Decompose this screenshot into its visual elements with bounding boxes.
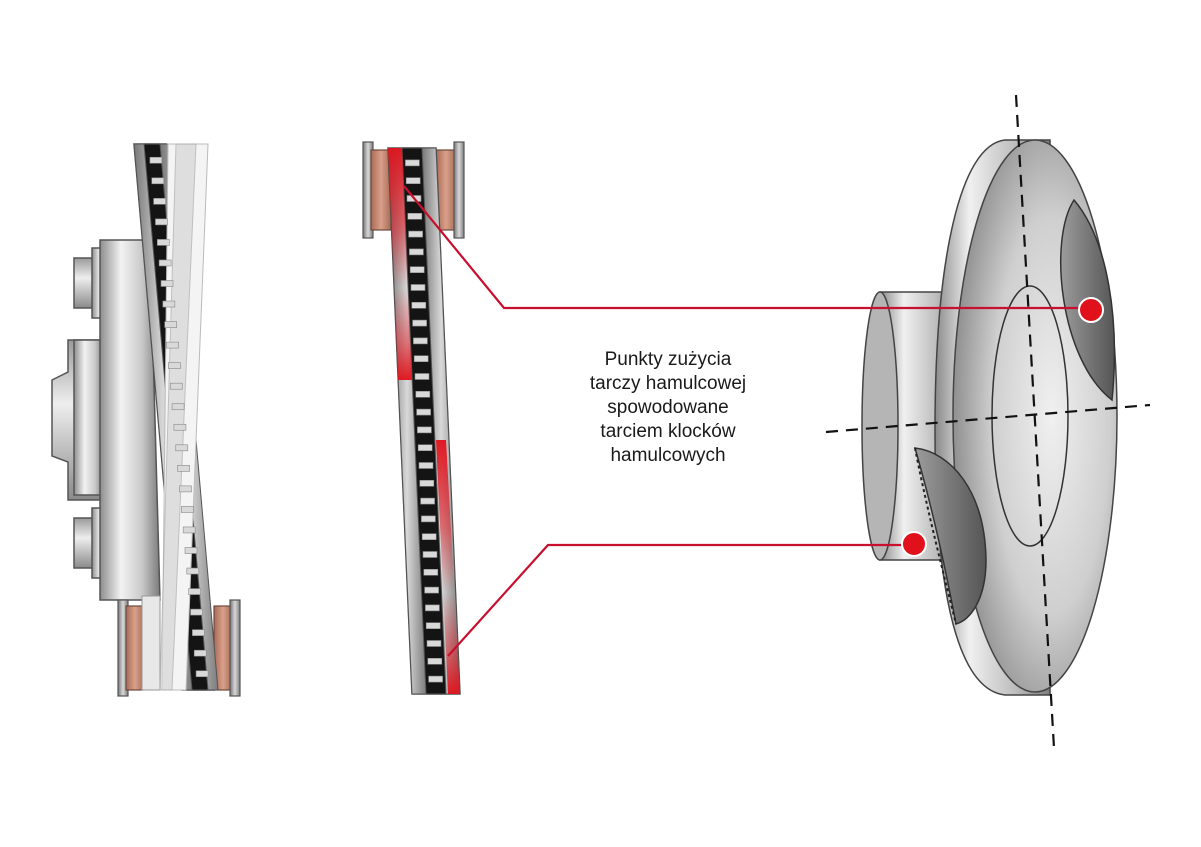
- vane: [182, 526, 196, 534]
- vane: [414, 373, 430, 380]
- vane: [188, 588, 201, 595]
- vane: [186, 567, 200, 575]
- vane: [179, 485, 192, 493]
- vane: [190, 608, 203, 616]
- wear-marker-upper: [1078, 297, 1104, 323]
- vane: [420, 497, 435, 505]
- vane: [153, 198, 166, 205]
- vane: [417, 426, 432, 434]
- vane: [169, 382, 183, 390]
- vane: [175, 444, 189, 452]
- vane: [424, 586, 439, 594]
- vane: [407, 213, 423, 220]
- vane: [155, 218, 168, 226]
- vane: [177, 465, 190, 472]
- disc-vanes: [405, 159, 443, 683]
- vane: [181, 506, 194, 513]
- vane: [409, 266, 425, 274]
- vane: [415, 390, 431, 398]
- vane: [192, 629, 205, 636]
- disc-cross-section: [362, 141, 465, 695]
- vane: [416, 408, 431, 416]
- vane: [408, 230, 423, 238]
- vane: [419, 479, 435, 487]
- disc-vanes: [149, 156, 209, 678]
- wear-points-caption: Punkty zużycia tarczy hamulcowej spowodo…: [548, 348, 788, 468]
- vane: [405, 177, 421, 184]
- caption-line: Punkty zużycia: [604, 349, 732, 370]
- wear-zone-bottom: [436, 440, 460, 694]
- vane: [193, 649, 207, 657]
- vane: [160, 280, 174, 287]
- caption-line: spowodowane: [607, 397, 729, 418]
- vane: [421, 533, 437, 541]
- brake-disc-3d-view: [825, 94, 1151, 749]
- vane: [425, 622, 441, 630]
- horizontal-axis: [825, 403, 1151, 434]
- wear-spot-lower: [913, 447, 987, 625]
- hub-assembly-side-view: [51, 143, 241, 697]
- rotation-axis: [1014, 94, 1056, 749]
- vane: [173, 423, 187, 431]
- leader-lines: [403, 185, 1104, 657]
- vane: [157, 239, 170, 246]
- wear-zone-top: [388, 148, 412, 380]
- vane: [166, 341, 179, 349]
- vane: [162, 300, 176, 308]
- vane: [410, 284, 426, 291]
- vane: [168, 362, 181, 369]
- vane: [412, 319, 427, 327]
- vane: [426, 640, 442, 647]
- vane: [428, 675, 443, 683]
- vane: [427, 657, 443, 665]
- caption-line: hamulcowych: [610, 445, 726, 466]
- vane: [423, 568, 439, 576]
- caption-line: tarciem klocków: [600, 421, 736, 442]
- vane: [411, 301, 427, 309]
- vane: [422, 551, 438, 558]
- vane: [171, 403, 185, 411]
- vane: [417, 444, 433, 452]
- vane: [418, 462, 434, 469]
- vane: [149, 156, 163, 164]
- vane: [158, 259, 172, 267]
- vane: [413, 355, 429, 363]
- vane: [164, 321, 177, 328]
- vane: [409, 248, 424, 256]
- vane: [421, 515, 436, 523]
- vane: [413, 337, 428, 345]
- vane: [151, 177, 165, 185]
- wear-marker-lower: [901, 531, 927, 557]
- caption-line: tarczy hamulcowej: [589, 373, 747, 394]
- vane: [405, 159, 420, 167]
- vane: [195, 670, 209, 678]
- vane: [425, 604, 440, 612]
- vane: [184, 547, 198, 554]
